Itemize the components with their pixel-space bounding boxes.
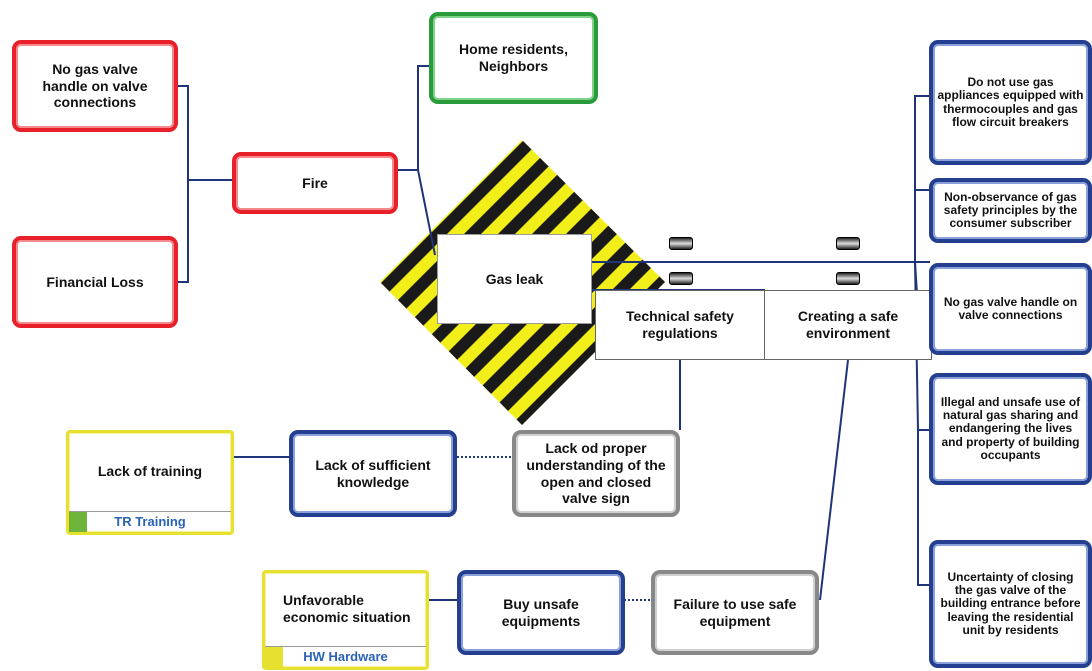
node-label: No gas valve handle on valve connections [42,60,148,111]
tag-swatch [265,647,283,667]
node-failure-safe[interactable]: Failure to use safe equipment [651,570,819,655]
node-lack-training[interactable]: Lack of training TR Training [66,430,234,535]
node-label: Financial Loss [46,273,144,290]
connector-marker [669,272,693,285]
hazard-stripe [380,140,595,425]
node-no-gas-valve-right[interactable]: No gas valve handle on valve connections [929,263,1092,355]
tag-swatch [69,512,87,532]
node-safe-environment[interactable]: Creating a safe environment [764,290,932,360]
node-label: Lack od proper understanding of the open… [526,439,666,507]
node-financial-loss[interactable]: Financial Loss [12,236,178,328]
hazard-stripe [380,140,561,425]
node-lack-understanding[interactable]: Lack od proper understanding of the open… [512,430,680,517]
node-illegal-use[interactable]: Illegal and unsafe use of natural gas sh… [929,373,1092,485]
node-unfavorable[interactable]: Unfavorable economic situation HW Hardwa… [262,570,429,670]
connector-marker [836,272,860,285]
node-buy-unsafe[interactable]: Buy unsafe equipments [457,570,625,655]
node-label: Lack of training [97,463,203,480]
node-label: Home residents, Neighbors [459,41,568,74]
node-label: Lack of sufficient knowledge [315,456,431,490]
node-label: Fire [302,174,328,191]
node-label: Non-observance of gas safety principles … [943,189,1078,231]
node-label: Failure to use safe equipment [673,595,797,629]
connector-marker [669,237,693,250]
node-fire[interactable]: Fire [232,152,398,214]
connector-marker [836,237,860,250]
node-technical-safety[interactable]: Technical safety regulations [595,290,765,360]
hazard-stripe [428,140,665,425]
node-label: Buy unsafe equipments [501,595,581,629]
node-do-not-use[interactable]: Do not use gas appliances equipped with … [929,40,1092,165]
node-label: Technical safety regulations [626,308,734,341]
node-home-residents[interactable]: Home residents, Neighbors [429,12,598,104]
node-label: Unfavorable economic situation [283,592,411,625]
node-non-observance[interactable]: Non-observance of gas safety principles … [929,178,1092,243]
tag-label: HW Hardware [303,649,388,665]
hazard-stripe [462,140,665,425]
category-tag: TR Training [69,511,231,532]
node-no-gas-valve-left[interactable]: No gas valve handle on valve connections [12,40,178,132]
node-label: Creating a safe environment [797,308,899,341]
node-lack-knowledge[interactable]: Lack of sufficient knowledge [289,430,457,517]
node-label: No gas valve handle on valve connections [943,294,1078,322]
category-tag: HW Hardware [265,646,426,667]
node-label: Do not use gas appliances equipped with … [937,75,1084,129]
node-label: Illegal and unsafe use of natural gas sh… [940,395,1081,462]
tag-label: TR Training [114,514,186,530]
node-label: Uncertainty of closing the gas valve of … [940,570,1081,637]
node-uncertainty[interactable]: Uncertainty of closing the gas valve of … [929,540,1092,668]
node-label: Gas leak [485,270,544,287]
node-gas-leak[interactable]: Gas leak [437,234,592,324]
